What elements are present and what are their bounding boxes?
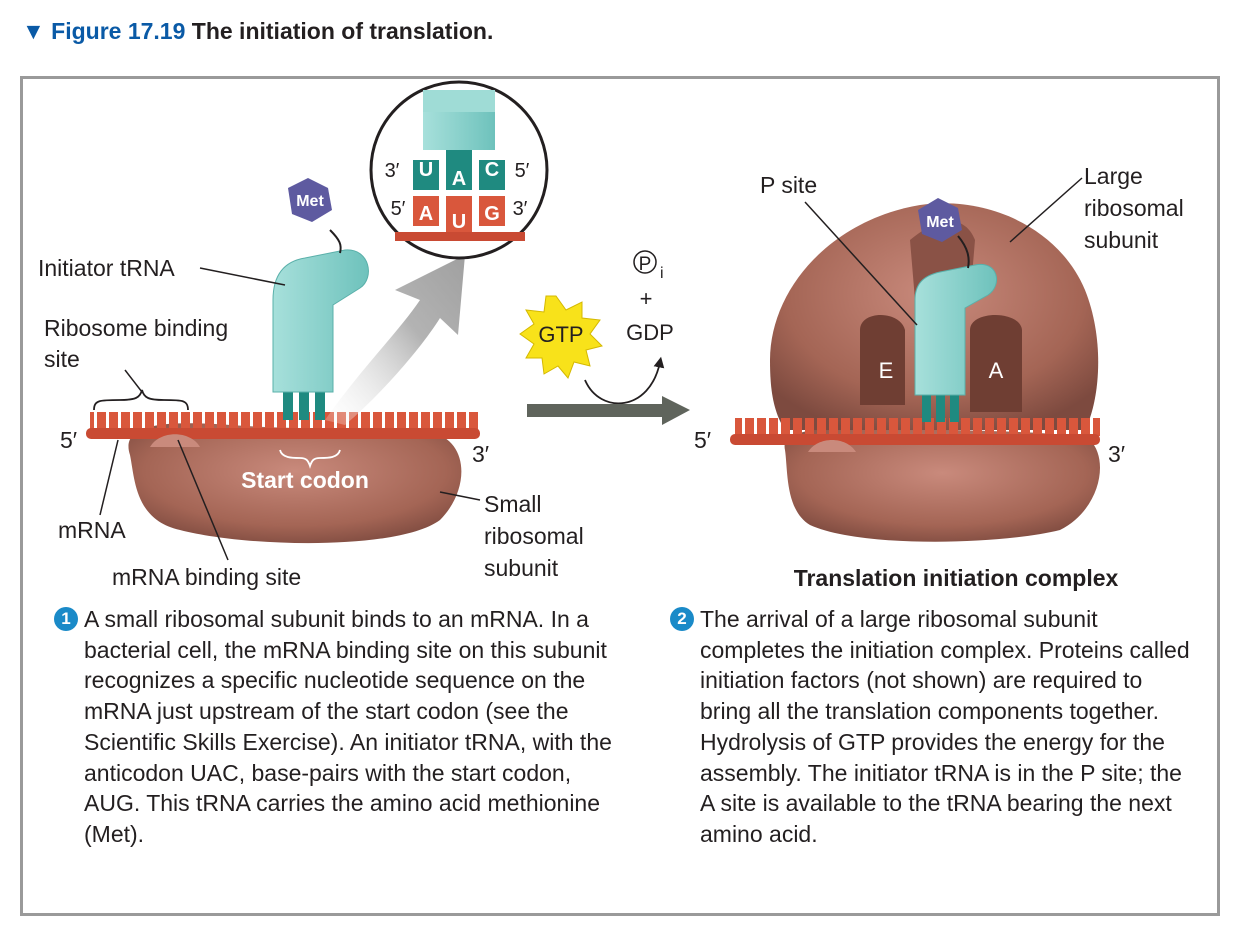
step2-illustration: E A Met P site Large ribosomal subunit 5…: [694, 163, 1184, 591]
zoom-3prime-top: 3′: [385, 160, 400, 182]
ribosome-binding-label-2: site: [44, 346, 80, 372]
gdp-label: GDP: [626, 320, 674, 345]
figure-frame: [20, 76, 1220, 916]
start-codon-label: Start codon: [241, 467, 369, 493]
mrna-binding-site-bump: [150, 434, 200, 447]
plus-sign: +: [640, 286, 653, 311]
met-label-right: Met: [926, 214, 954, 231]
ribosome-binding-bracket: [93, 389, 189, 411]
figure-title-text: The initiation of translation.: [191, 18, 494, 44]
a-site-label: A: [989, 358, 1004, 383]
step2-number-icon: 2: [670, 607, 694, 631]
p-site-label: P site: [760, 172, 817, 198]
step1-text: A small ribosomal subunit binds to an mR…: [84, 606, 612, 847]
codon-zoom-circle: 3′ U A C 5′ 5′ A U G 3′: [369, 80, 549, 260]
figure-number: Figure 17.19: [51, 18, 186, 44]
small-subunit-label-3: subunit: [484, 555, 559, 581]
start-codon-bracket: [279, 449, 341, 469]
zoom-a: A: [452, 168, 466, 190]
initiator-trna-label: Initiator tRNA: [38, 255, 175, 281]
small-subunit-label-1: Small: [484, 491, 542, 517]
a-site-cavity: [970, 315, 1022, 412]
phosphate-circle-icon: [633, 250, 657, 274]
gtp-curved-arrow-icon: [584, 356, 665, 405]
figure-title: ▼ Figure 17.19 The initiation of transla…: [22, 18, 493, 45]
three-prime-right: 3′: [1108, 441, 1125, 467]
zoom-g: G: [484, 203, 500, 225]
zoom-5prime-bottom: 5′: [391, 198, 406, 220]
zoom-c: C: [485, 159, 499, 181]
ribosome-binding-label-1: Ribosome binding: [44, 315, 228, 341]
step1-number-icon: 1: [54, 607, 78, 631]
five-prime-right: 5′: [694, 427, 711, 453]
large-subunit-label-3: subunit: [1084, 227, 1159, 253]
pi-subscript: i: [660, 265, 664, 282]
met-label-left: Met: [296, 193, 324, 210]
e-site-cavity: [860, 315, 905, 405]
initiator-trna: [272, 249, 369, 393]
step1-caption: 1 A small ribosomal subunit binds to an …: [54, 604, 624, 850]
figure-marker-icon: ▼: [22, 18, 45, 44]
mrna-binding-site-label: mRNA binding site: [112, 564, 301, 590]
complex-title: Translation initiation complex: [794, 565, 1119, 591]
step2-text: The arrival of a large ribosomal subunit…: [700, 606, 1190, 847]
big-curved-arrow-icon: [325, 255, 465, 425]
p-site-trna: [914, 263, 997, 396]
three-prime-left: 3′: [472, 441, 489, 467]
reaction-arrow-head-icon: [662, 396, 690, 425]
reaction-arrow-shaft: [527, 404, 665, 417]
pi-p: P: [639, 254, 652, 275]
zoom-u2: U: [452, 211, 466, 233]
large-subunit-label-1: Large: [1084, 163, 1143, 189]
e-site-label: E: [879, 358, 894, 383]
zoom-a2: A: [419, 203, 433, 225]
gtp-label: GTP: [538, 322, 583, 347]
zoom-5prime-top: 5′: [515, 160, 530, 182]
met-hexagon: [288, 178, 332, 222]
step2-caption: 2 The arrival of a large ribosomal subun…: [670, 604, 1190, 850]
zoom-3prime-bottom: 3′: [513, 198, 528, 220]
small-subunit-label-2: ribosomal: [484, 523, 584, 549]
right-small-subunit: [784, 427, 1100, 542]
step1-illustration: Met 3′ U A C 5′ 5′ A U G 3′ Initiator t: [38, 80, 584, 590]
met-hexagon-right: [918, 198, 962, 242]
mrna-label: mRNA: [58, 517, 126, 543]
small-ribosomal-subunit: [128, 423, 462, 544]
zoom-u: U: [419, 159, 433, 181]
gtp-starburst-icon: [519, 295, 603, 379]
mrna-strand-right: [730, 418, 1100, 445]
five-prime-left: 5′: [60, 427, 77, 453]
large-subunit-label-2: ribosomal: [1084, 195, 1184, 221]
gtp-hydrolysis: GTP P i + GDP: [519, 250, 690, 425]
